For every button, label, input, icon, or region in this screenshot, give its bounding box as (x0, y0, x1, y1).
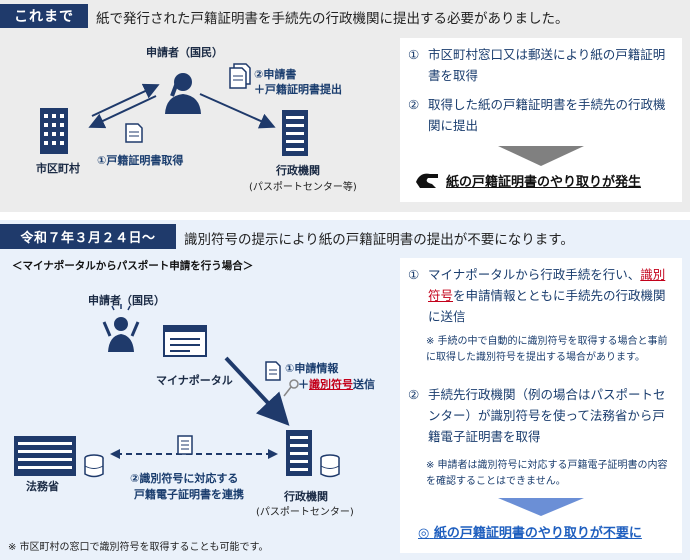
before-agency-label: 行政機関 (276, 164, 320, 177)
before-point-2: ② 取得した紙の戸籍証明書を手続先の行政機関に提出 (408, 97, 666, 133)
before-step2-label-a: ②申請書 (254, 68, 297, 81)
before-point-1: ① 市区町村窓口又は郵送により紙の戸籍証明書を取得 (408, 47, 666, 83)
after-step2-label-a: ②識別符号に対応する (130, 472, 239, 485)
before-step2-label-b: ＋戸籍証明書提出 (254, 83, 342, 96)
before-points-panel: ① 市区町村窓口又は郵送により紙の戸籍証明書を取得 ② 取得した紙の戸籍証明書を… (400, 38, 682, 202)
key-icon (283, 379, 299, 397)
after-step1-label-b: ＋識別符号送信 (298, 378, 375, 391)
after-points-panel: ① マイナポータルから行政手続を行い、識別符号を申請情報とともに手続先の行政機関… (400, 258, 682, 553)
after-agency-label: 行政機関 (284, 490, 328, 503)
after-agency-building-icon (286, 430, 312, 476)
ministry-database-icon (84, 454, 104, 478)
before-agency-note: (パスポートセンター等) (249, 182, 357, 193)
myna-portal-window-icon (163, 325, 207, 357)
after-down-arrow (498, 498, 584, 516)
after-tag: 令和７年３月２４日～ (0, 224, 176, 249)
case-title: ＜マイナポータルからパスポート申請を行う場合＞ (12, 260, 254, 272)
applicant-person-icon (165, 73, 201, 114)
after-note-1: ※ 手続の中で自動的に識別符号を取得する場合と事前に取得した識別符号を提出する場… (426, 336, 668, 363)
agency-database-icon (320, 454, 340, 478)
ministry-label: 法務省 (26, 480, 59, 493)
after-applicant-label: 申請者（国民） (88, 294, 165, 307)
after-diagram (14, 304, 340, 478)
after-point-1: ① マイナポータルから行政手続を行い、識別符号を申請情報とともに手続先の行政機関… (408, 267, 666, 324)
municipality-building-icon (40, 108, 68, 154)
municipality-label: 市区町村 (36, 162, 80, 175)
before-down-arrow (498, 146, 584, 166)
application-documents-icon (229, 63, 251, 89)
after-point-2: ② 手続先行政機関（例の場合はパスポートセンター）が識別符号を使って法務省から戸… (408, 387, 666, 444)
certificate-document-icon (125, 123, 143, 143)
after-step1-label-a: ①申請情報 (285, 362, 339, 375)
before-applicant-label: 申請者（国民） (146, 46, 223, 59)
hand-pass-icon (416, 173, 438, 188)
before-diagram (40, 63, 308, 156)
after-agency-note: (パスポートセンター) (256, 507, 354, 518)
application-info-document-icon (265, 361, 281, 381)
after-applicant-person-icon (102, 304, 140, 352)
agency-building-icon (282, 110, 308, 156)
before-tag: これまで (0, 4, 88, 28)
after-heading: 識別符号の提示により紙の戸籍証明書の提出が不要になります。 (184, 232, 574, 248)
portal-label: マイナポータル (156, 374, 233, 387)
before-heading: 紙で発行された戸籍証明書を手続先の行政機関に提出する必要がありました。 (96, 11, 569, 27)
ministry-building-icon (14, 436, 76, 476)
after-step2-label-b: 戸籍電子証明書を連携 (134, 488, 244, 501)
after-conclusion: ◎ 紙の戸籍証明書のやり取りが不要に (418, 526, 642, 541)
after-footnote: ※ 市区町村の窓口で識別符号を取得することも可能です。 (8, 542, 269, 553)
after-note-2: ※ 申請者は識別符号に対応する戸籍電子証明書の内容を確認することはできません。 (426, 460, 668, 487)
before-conclusion: 紙の戸籍証明書のやり取りが発生 (414, 170, 641, 190)
electronic-certificate-document-icon (177, 435, 193, 455)
before-step1-label: ①戸籍証明書取得 (97, 154, 184, 167)
